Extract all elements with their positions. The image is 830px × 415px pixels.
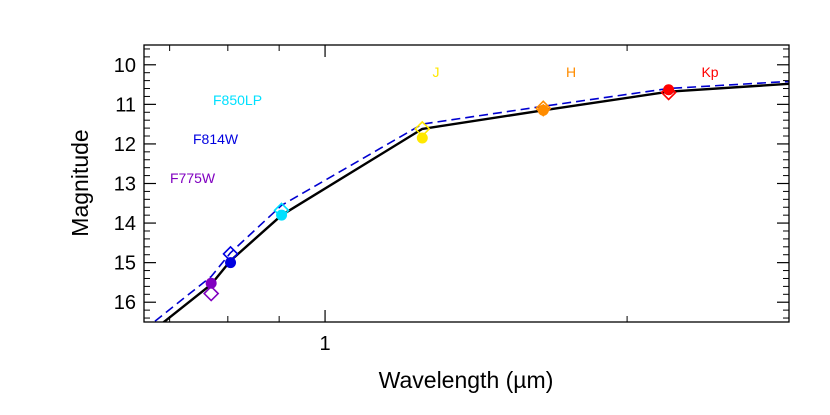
x-axis-label: Wavelength (µm): [379, 367, 554, 393]
observed-point-f850lp: [276, 209, 288, 221]
tick-layer: 10 11 12 13 14 15 16 1: [114, 45, 789, 355]
observed-point-kp: [663, 84, 675, 96]
series-layer: [152, 80, 789, 322]
y-axis-label: Magnitude: [67, 129, 93, 236]
band-label-f850lp: F850LP: [213, 92, 262, 108]
observed-point-h-diamond: [536, 103, 550, 117]
marker-layer: [203, 84, 677, 302]
band-label-layer: F850LP F814W F775W J H Kp: [170, 64, 719, 186]
dashed-model-line: [152, 80, 789, 322]
y-tick-label: 11: [115, 94, 136, 116]
y-tick-label: 10: [114, 55, 136, 77]
y-tick-label: 13: [114, 174, 136, 196]
observed-point-j: [416, 132, 428, 144]
band-label-f775w: F775W: [170, 170, 216, 186]
y-tick-label: 14: [114, 213, 136, 235]
observed-point-f814w: [225, 257, 237, 269]
y-tick-label: 16: [114, 292, 136, 314]
band-label-f814w: F814W: [193, 131, 239, 147]
solid-model-line: [161, 82, 789, 322]
y-tick-label: 15: [114, 253, 136, 275]
model-point-f775w: [203, 285, 220, 302]
x-tick-label: 1: [319, 333, 330, 355]
band-label-kp: Kp: [701, 64, 718, 80]
observed-point-f775w: [205, 277, 217, 289]
y-tick-label: 12: [114, 134, 136, 156]
band-label-j: J: [433, 64, 440, 80]
band-label-h: H: [566, 64, 576, 80]
